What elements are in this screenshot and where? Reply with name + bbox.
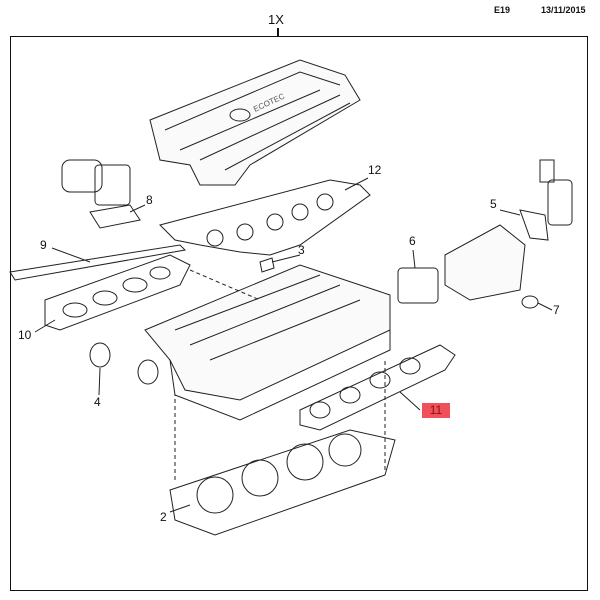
seal-lower[interactable]: [137, 359, 159, 385]
assembly-quantity: 1X: [268, 12, 284, 27]
exhaust-gasket[interactable]: [299, 344, 456, 431]
valve-cover[interactable]: ECOTEC: [149, 59, 361, 186]
throttle-body[interactable]: [61, 159, 141, 229]
callout-8[interactable]: 8: [146, 193, 153, 207]
callout-2[interactable]: 2: [160, 510, 167, 524]
callout-4[interactable]: 4: [94, 395, 101, 409]
callout-12[interactable]: 12: [368, 163, 382, 177]
callout-10[interactable]: 10: [18, 328, 32, 342]
head-gasket[interactable]: [169, 429, 396, 536]
gasket-5[interactable]: [519, 209, 549, 241]
diagram-frame: [10, 36, 588, 591]
diagram-date: 13/11/2015: [541, 5, 586, 15]
callout-9[interactable]: 9: [40, 238, 47, 252]
seal-upper[interactable]: [89, 342, 111, 368]
callout-11-highlighted[interactable]: 11: [422, 403, 450, 418]
gasket-6[interactable]: [397, 267, 439, 304]
thermostat-housing[interactable]: [444, 159, 573, 301]
valve-cover-gasket[interactable]: [159, 179, 371, 256]
o-ring-7[interactable]: [521, 295, 539, 309]
callout-7[interactable]: 7: [553, 303, 560, 317]
callout-5[interactable]: 5: [490, 197, 497, 211]
quantity-tick: [277, 28, 279, 37]
callout-6[interactable]: 6: [409, 234, 416, 248]
intake-gasket-9[interactable]: [9, 244, 187, 281]
intake-gasket-10[interactable]: [44, 254, 191, 331]
callout-3[interactable]: 3: [298, 243, 305, 257]
clip-3[interactable]: [259, 257, 275, 273]
cylinder-head[interactable]: [144, 264, 391, 421]
diagram-code: E19: [494, 5, 511, 15]
alignment-lines: [174, 269, 386, 480]
leader-lines: [34, 177, 553, 513]
